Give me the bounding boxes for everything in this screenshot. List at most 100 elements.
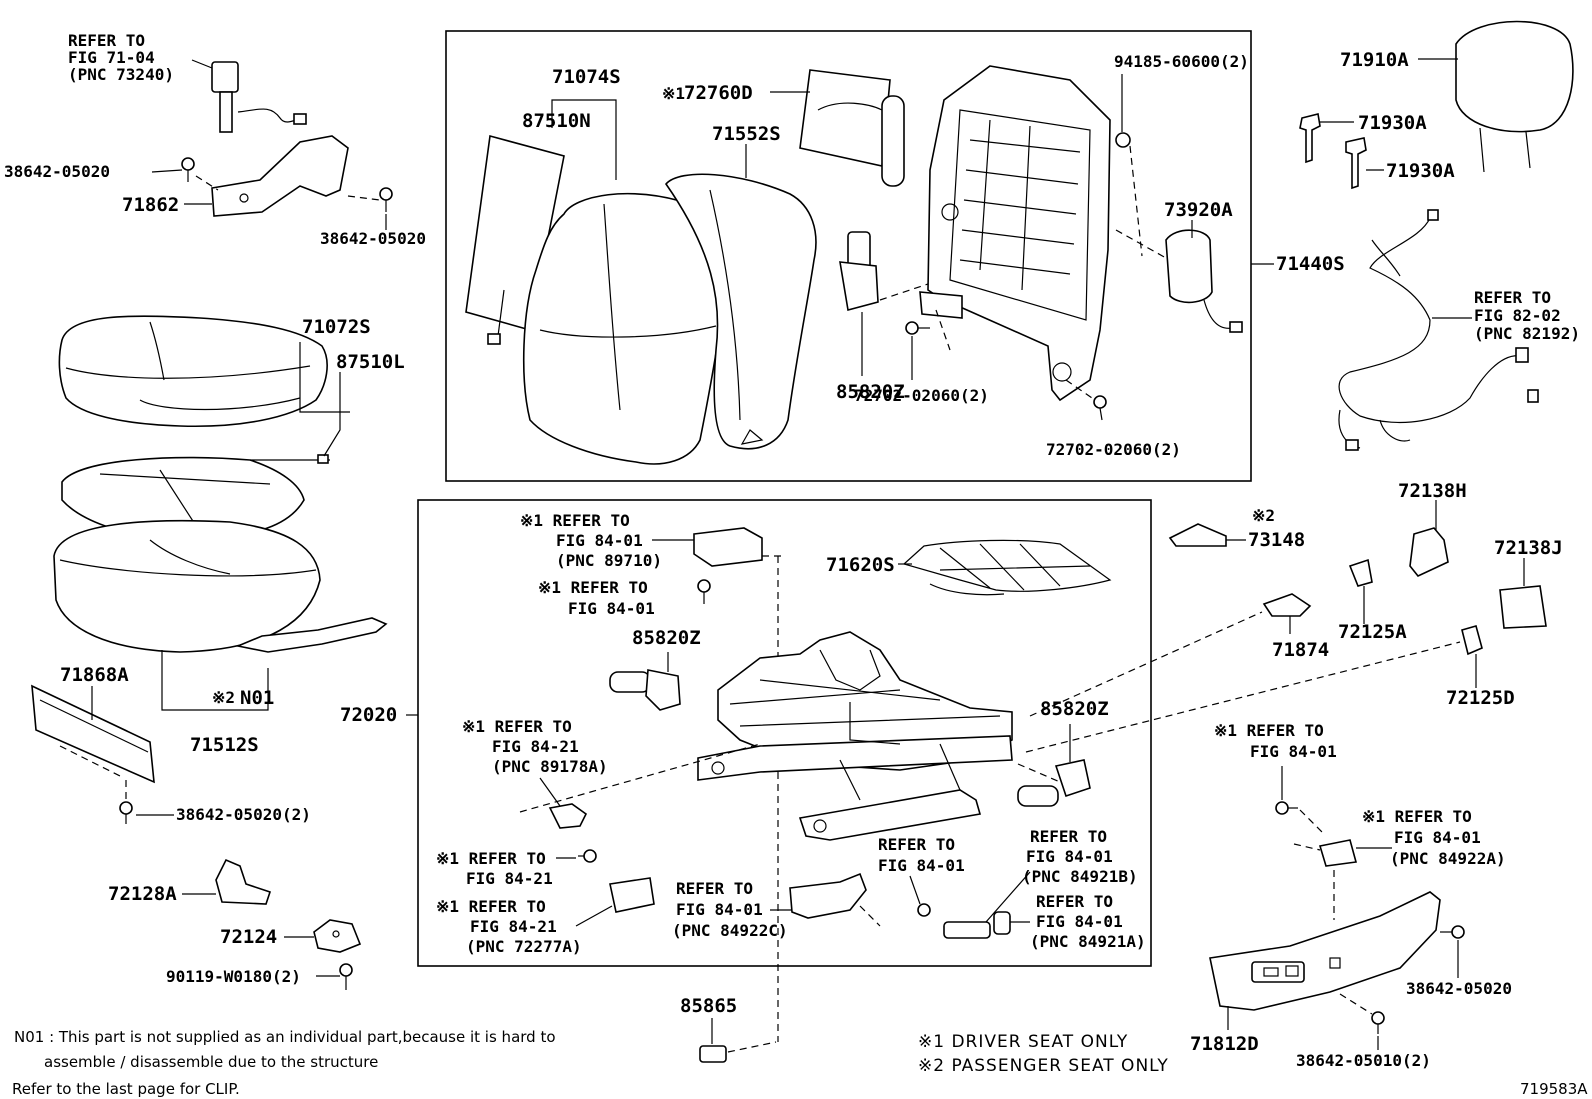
refer-84-01-c-label: REFER TO FIG 84-01 — [878, 835, 965, 875]
cushion-bracket-lines — [299, 342, 350, 413]
part-73920A-drawing — [1115, 220, 1243, 333]
nut-94185-drawing — [1115, 74, 1143, 257]
cushion-frame-wire-drawing — [235, 617, 388, 653]
part-72760D-drawing — [770, 69, 905, 187]
part-72124-label: 72124 — [220, 926, 277, 948]
legend-passenger-seat: ※2 PASSENGER SEAT ONLY — [918, 1056, 1169, 1076]
note-clip: Refer to the last page for CLIP. — [12, 1080, 240, 1098]
part-72277A-drawing — [575, 877, 655, 927]
part-72020-label: 72020 — [340, 704, 397, 726]
part-71440S-label: 71440S — [1276, 253, 1345, 275]
part-72702-label-b: 72702-02060(2) — [1046, 440, 1181, 459]
refer-72277A-label: ※1 REFER TO FIG 84-21 (PNC 72277A) — [436, 897, 582, 956]
bolt-90119-drawing — [316, 963, 353, 990]
part-71512S-label: 71512S — [190, 734, 259, 756]
seatback-frame-drawing — [919, 65, 1111, 402]
part-71072S-label: 71072S — [302, 316, 371, 338]
wire-harness-drawing — [1338, 209, 1539, 451]
part-72138H-label: 72138H — [1398, 480, 1467, 502]
screw-84-21-drawing — [556, 849, 597, 863]
refer-73240-label: REFER TO FIG 71-04 (PNC 73240) — [68, 31, 174, 84]
refer-84921B-label: REFER TO FIG 84-01 (PNC 84921B) — [1022, 827, 1138, 886]
refer-84-01-b-label: ※1 REFER TO FIG 84-01 — [538, 578, 657, 618]
seatback-cover-drawing — [522, 192, 729, 465]
part-71552S-label: 71552S — [712, 123, 781, 145]
guide-71930A-a-drawing — [1299, 113, 1354, 164]
note-n01-line1: N01 : This part is not supplied as an in… — [14, 1028, 556, 1046]
sensor-89178A-drawing — [539, 777, 588, 829]
motor-85820Z-left-drawing — [609, 652, 681, 711]
part-72125A-drawing — [1348, 558, 1373, 624]
seat-belt-buckle-drawing — [191, 59, 307, 133]
part-38642-05020-label-a: 38642-05020 — [4, 162, 110, 181]
seat-track-group-box — [417, 499, 1152, 967]
part-38642-05020-c-label: 38642-05020 — [1406, 979, 1512, 998]
side-shield-71812D-drawing — [1209, 891, 1441, 1030]
part-71874-label: 71874 — [1272, 639, 1329, 661]
part-71874-drawing — [1029, 593, 1312, 717]
part-87510N-label: 87510N — [522, 110, 591, 132]
part-87510L-label: 87510L — [336, 351, 405, 373]
part-71930A-label-a: 71930A — [1358, 112, 1427, 134]
part-73148-drawing — [1168, 523, 1246, 547]
seatback-pad-drawing — [664, 173, 817, 450]
part-85820Z-right-label: 85820Z — [1040, 698, 1109, 720]
part-72128A-label: 72128A — [108, 883, 177, 905]
part-72125D-drawing — [1025, 625, 1483, 753]
mark-72760D: ※1 — [662, 84, 685, 103]
bolt-72702-b-drawing — [1065, 379, 1107, 421]
bolt-84-01-c-drawing — [909, 875, 931, 917]
part-71620S-label: 71620S — [826, 554, 895, 576]
switch-84922A-drawing — [1293, 839, 1392, 920]
part-71862-label: 71862 — [122, 194, 179, 216]
switch-knob-84921A-drawing — [993, 911, 1030, 935]
part-94185-label: 94185-60600(2) — [1114, 52, 1249, 71]
part-38642-05010-label: 38642-05010(2) — [1296, 1051, 1431, 1070]
part-90119-label: 90119-W0180(2) — [166, 967, 301, 986]
seatback-group-box — [445, 30, 1252, 482]
part-71074S-label: 71074S — [552, 66, 621, 88]
part-71868A-drawing — [31, 684, 155, 784]
seat-track-72020-drawing — [697, 631, 1013, 841]
part-72125A-label: 72125A — [1338, 621, 1407, 643]
guide-71930A-b-drawing — [1345, 137, 1384, 190]
bolt-84-01-b-drawing — [697, 579, 711, 604]
seat-cushion-pad-drawing — [53, 519, 321, 653]
part-71930A-label-b: 71930A — [1386, 160, 1455, 182]
mark-N01: ※2 — [212, 688, 235, 707]
mark-73148: ※2 — [1252, 506, 1275, 525]
seat-cushion-bracket-71512S — [161, 650, 269, 711]
part-N01-label: N01 — [240, 687, 274, 709]
refer-84922C-label: REFER TO FIG 84-01 (PNC 84922C) — [672, 879, 788, 940]
part-85820Z-top-label: 85820Z — [836, 381, 905, 403]
diagram-code: 719583A — [1520, 1080, 1588, 1098]
part-71868A-label: 71868A — [60, 664, 129, 686]
part-71812D-label: 71812D — [1190, 1033, 1259, 1055]
part-73920A-label: 73920A — [1164, 199, 1233, 221]
bracket-84922C-drawing — [770, 872, 881, 927]
refer-89710-label: ※1 REFER TO FIG 84-01 (PNC 89710) — [520, 511, 662, 570]
dash-89178A — [519, 743, 761, 813]
part-72138J-label: 72138J — [1494, 537, 1563, 559]
part-72125D-label: 72125D — [1446, 687, 1515, 709]
part-72138H-drawing — [1409, 500, 1449, 577]
note-n01-line2: assemble / disassemble due to the struct… — [44, 1053, 378, 1071]
part-72760D-label: 72760D — [684, 82, 753, 104]
part-71910A-label: 71910A — [1340, 49, 1409, 71]
refer-84-01-d-label: ※1 REFER TO FIG 84-01 — [1214, 721, 1337, 761]
refer-84922A-label: ※1 REFER TO FIG 84-01 (PNC 84922A) — [1362, 807, 1506, 868]
part-72702-label-a: 72702-02060(2) — [854, 386, 989, 405]
bolt-38642-05020-drawing — [119, 780, 174, 824]
part-85820Z-left-label: 85820Z — [632, 627, 701, 649]
part-72128A-drawing — [182, 858, 272, 905]
bolt-38642-05010-drawing — [1339, 993, 1385, 1050]
motor-85820Z-right-drawing — [1017, 724, 1091, 807]
bolt-84-01-d-drawing — [1275, 766, 1325, 835]
bracket-71074S — [551, 99, 617, 180]
cushion-spring-71620S-drawing — [898, 539, 1112, 596]
part-72138J-drawing — [1499, 558, 1547, 629]
part-72124-drawing — [284, 919, 362, 953]
part-71862-drawing — [151, 135, 393, 230]
part-85865-drawing — [699, 1018, 777, 1063]
bolt-72702-a-drawing — [905, 309, 951, 380]
